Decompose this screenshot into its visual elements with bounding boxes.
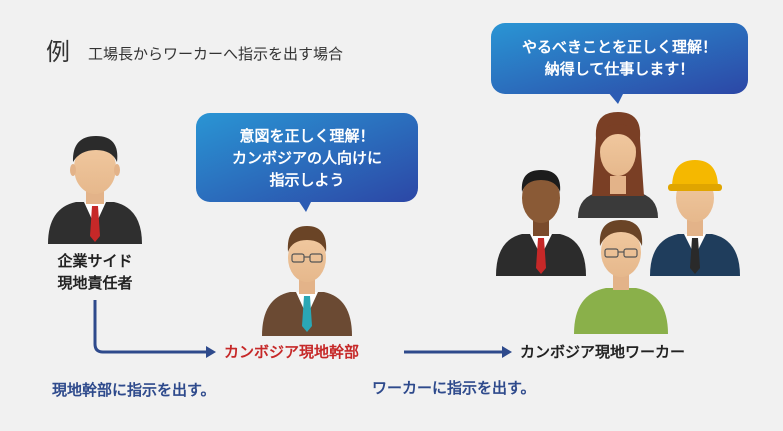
- worker-man-green-icon: [574, 220, 668, 334]
- workers-label: カンボジア現地ワーカー: [520, 343, 686, 361]
- note-to-cadre: 現地幹部に指示を出す。: [52, 381, 216, 399]
- arrow-manager-to-cadre: [93, 300, 216, 358]
- example-mark: 例: [46, 38, 70, 66]
- workers-bubble-text: やるべきことを正しく理解！ 納得して仕事します！: [491, 36, 748, 80]
- worker-woman-icon: [578, 112, 658, 218]
- cadre-person-icon: [262, 226, 352, 336]
- arrow-cadre-to-workers: [404, 346, 512, 358]
- cadre-bubble-line-3: 指示しよう: [269, 171, 345, 189]
- manager-label: 企業サイド 現地責任者: [48, 250, 142, 294]
- workers-speech-bubble: [491, 23, 748, 104]
- note-to-workers: ワーカーに指示を出す。: [372, 379, 536, 397]
- manager-label-line-1: 企業サイド: [57, 252, 133, 270]
- worker-helmet-icon: [650, 160, 740, 276]
- page-title: 工場長からワーカーへ指示を出す場合: [88, 45, 344, 63]
- workers-bubble-line-2: 納得して仕事します！: [544, 60, 695, 78]
- manager-label-line-2: 現地責任者: [57, 274, 133, 292]
- worker-man-dark-icon: [496, 170, 586, 276]
- manager-person-icon: [48, 136, 142, 244]
- cadre-speech-bubble: [196, 113, 418, 212]
- cadre-bubble-line-1: 意図を正しく理解！: [239, 127, 375, 145]
- workers-bubble-line-1: やるべきことを正しく理解！: [521, 38, 717, 56]
- cadre-label: カンボジア現地幹部: [224, 343, 360, 361]
- cadre-bubble-text: 意図を正しく理解！ カンボジアの人向けに 指示しよう: [196, 125, 418, 191]
- cadre-bubble-line-2: カンボジアの人向けに: [231, 149, 382, 167]
